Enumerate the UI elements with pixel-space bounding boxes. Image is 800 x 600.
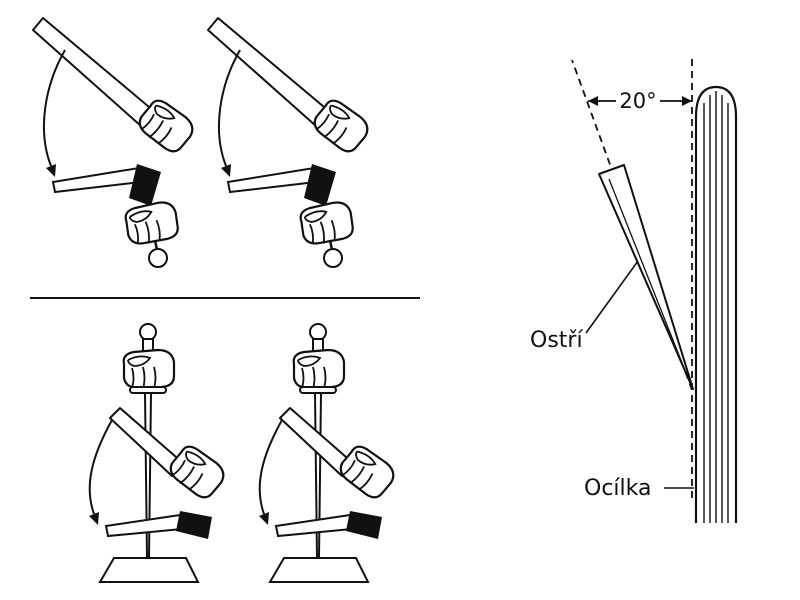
angle-label: 20° [619, 89, 656, 113]
bottom-technique-step-1-illustration [89, 324, 229, 582]
angle-arrowhead-left-icon [588, 96, 598, 106]
tilted-reference-line [571, 59, 693, 391]
bottom-technique-step-2-illustration [259, 324, 399, 582]
technique-illustrations [30, 0, 420, 600]
angle-label-mask [616, 88, 660, 112]
top-technique-step-1-illustration [33, 18, 198, 267]
steel-label: Ocílka [584, 476, 651, 501]
angle-diagram: 20° Ostří Ocílka [530, 59, 738, 523]
angle-diagram-panel: 20° Ostří Ocílka [510, 45, 790, 560]
blade-leader-line [585, 260, 639, 334]
angle-arrowhead-right-icon [682, 96, 692, 106]
steel-grooves-icon [703, 91, 729, 523]
blade-bevel-line [608, 178, 691, 384]
technique-illustrations-panel [30, 0, 420, 600]
blade-label: Ostří [530, 328, 583, 353]
top-technique-step-2-illustration [208, 18, 373, 267]
